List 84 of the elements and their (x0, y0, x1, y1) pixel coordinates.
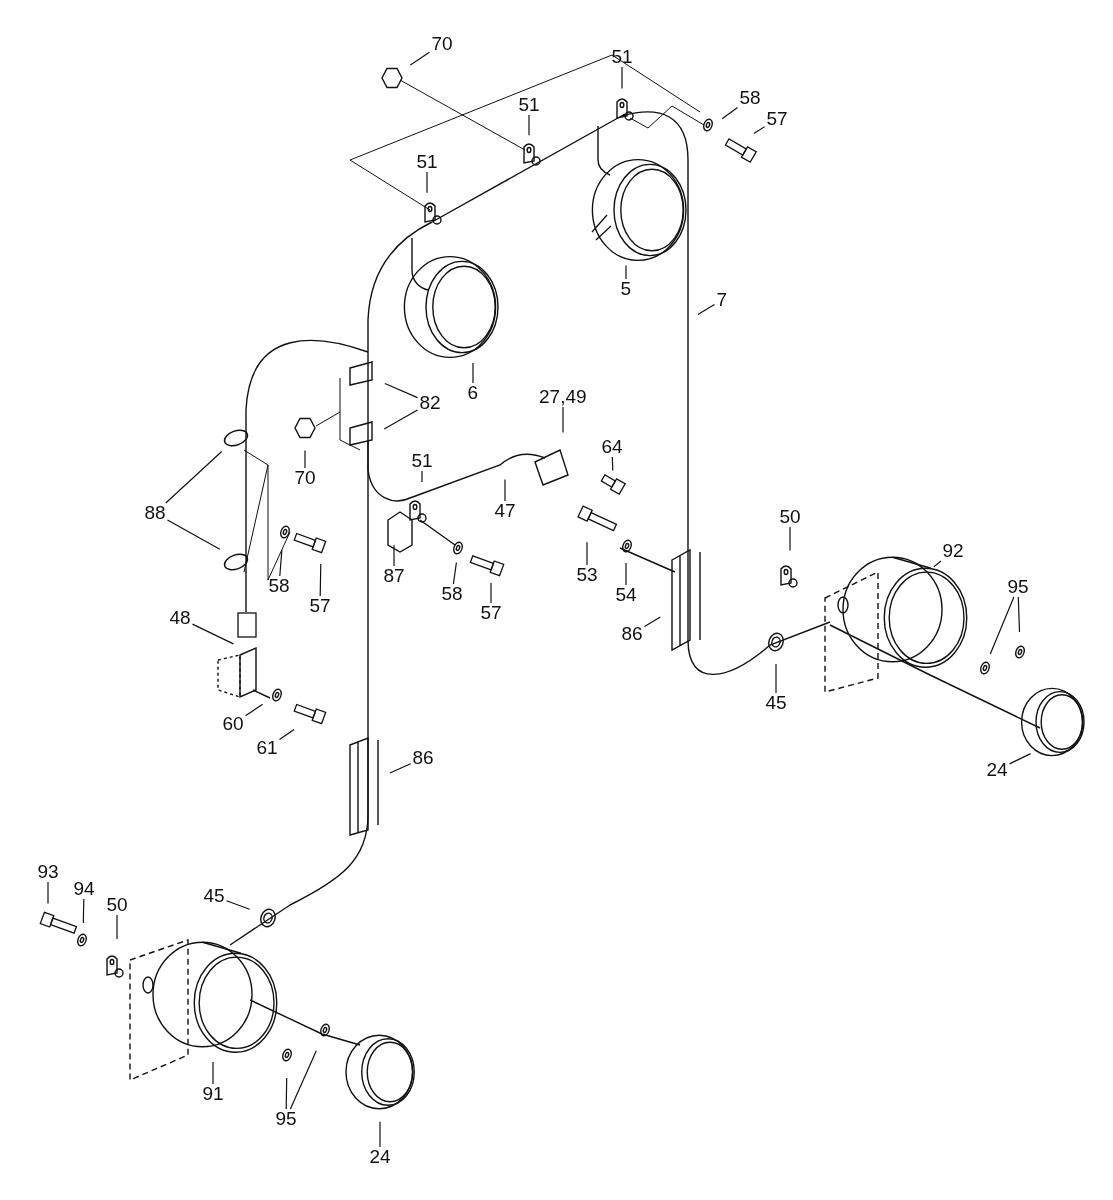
leader-line (611, 456, 614, 472)
leader-line (289, 1050, 317, 1110)
callout-number: 70 (293, 468, 317, 488)
callout-number: 93 (36, 862, 60, 882)
callout-number: 45 (202, 886, 226, 906)
callout-number: 91 (201, 1084, 225, 1104)
callout-number: 57 (479, 603, 503, 623)
callout-number: 86 (411, 748, 435, 768)
leader-line (82, 898, 85, 924)
leader-line (789, 526, 791, 551)
callout-number: 57 (308, 596, 332, 616)
leader-line (191, 623, 234, 645)
callout-number: 24 (985, 760, 1009, 780)
callout-number: 87 (382, 566, 406, 586)
leader-line (528, 114, 530, 136)
leader-line (225, 900, 251, 910)
callout-number: 50 (778, 507, 802, 527)
leader-line (304, 449, 306, 469)
leader-line (586, 541, 588, 566)
callout-number: 51 (415, 152, 439, 172)
callout-number: 51 (410, 451, 434, 471)
callout-number: 64 (600, 437, 624, 457)
leader-line (116, 914, 118, 940)
callout-number: 88 (143, 503, 167, 523)
callout-number: 51 (517, 95, 541, 115)
leader-line (47, 881, 49, 905)
callout-number: 58 (440, 584, 464, 604)
leader-line (625, 562, 627, 586)
leader-line (1017, 596, 1021, 633)
callout-number: 60 (221, 714, 245, 734)
leader-line (244, 703, 264, 717)
callout-number: 6 (466, 383, 480, 403)
leader-line (1008, 753, 1032, 765)
callout-number: 47 (493, 501, 517, 521)
callout-number: 86 (620, 624, 644, 644)
callout-number: 57 (765, 109, 789, 129)
callout-number: 53 (575, 565, 599, 585)
callout-number: 95 (274, 1109, 298, 1129)
callout-number: 82 (418, 393, 442, 413)
callout-number: 5 (619, 279, 633, 299)
leader-line (472, 362, 474, 384)
leader-line (379, 1121, 381, 1148)
callout-number: 70 (430, 34, 454, 54)
leader-line (212, 1061, 214, 1085)
leader-line (165, 450, 223, 504)
leader-line (285, 1077, 288, 1110)
leader-line (625, 264, 627, 280)
callout-number: 7 (715, 290, 729, 310)
callout-number: 58 (738, 88, 762, 108)
leader-line (393, 544, 395, 567)
leader-line (643, 616, 661, 628)
callout-number: 27,49 (538, 387, 588, 407)
callout-number: 24 (368, 1147, 392, 1167)
leader-line (775, 663, 777, 694)
callout-number: 51 (610, 47, 634, 67)
leader-line (426, 171, 428, 194)
callout-number: 45 (764, 693, 788, 713)
callout-number: 92 (941, 541, 965, 561)
leader-line (989, 596, 1015, 655)
callout-number: 48 (168, 608, 192, 628)
callout-number: 54 (614, 585, 638, 605)
callout-number: 61 (255, 738, 279, 758)
callout-number: 50 (105, 895, 129, 915)
leader-line (421, 470, 423, 483)
leader-line (452, 561, 457, 585)
leader-line (384, 382, 419, 399)
leader-line (621, 66, 623, 90)
leader-line (933, 560, 942, 568)
leader-line (697, 303, 716, 316)
leader-line (166, 519, 221, 550)
leader-line (562, 406, 564, 433)
leader-line (278, 728, 295, 740)
leader-line (409, 51, 431, 66)
callout-number: 58 (267, 576, 291, 596)
leader-line (504, 479, 506, 502)
callout-number: 95 (1006, 577, 1030, 597)
leader-line (721, 106, 739, 120)
leader-line (389, 763, 412, 774)
callout-number: 94 (72, 879, 96, 899)
leader-line (383, 409, 419, 430)
leader-line (319, 563, 322, 597)
leader-line (279, 549, 283, 577)
leader-line (490, 582, 492, 604)
leader-line (753, 126, 766, 134)
